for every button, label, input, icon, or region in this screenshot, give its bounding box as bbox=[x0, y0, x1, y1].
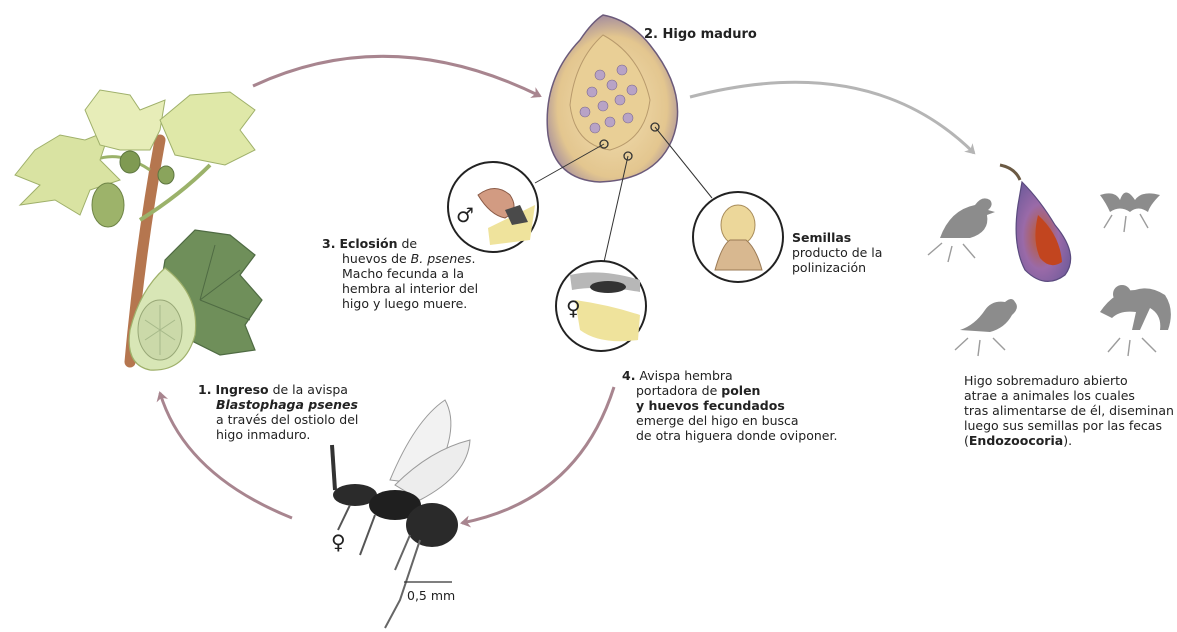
emergence-line1: Avispa hembra bbox=[635, 368, 732, 383]
dispersal-line4: luego sus semillas por las fecas bbox=[964, 418, 1174, 433]
hatching-line2-pre: huevos de bbox=[342, 251, 411, 266]
entry-line4: higo inmaduro. bbox=[198, 427, 368, 442]
monkey-silhouette bbox=[1100, 285, 1171, 330]
hatching-line2-post: . bbox=[471, 251, 475, 266]
rodent-silhouette bbox=[960, 299, 1017, 332]
entry-caption: 1. Ingreso de la avispa Blastophaga psen… bbox=[198, 382, 368, 442]
entry-bold: Ingreso bbox=[215, 382, 268, 397]
dispersal-line1: Higo sobremaduro abierto bbox=[964, 373, 1174, 388]
seeds-line2: producto de la bbox=[792, 245, 882, 260]
hatching-bold: Eclosión bbox=[339, 236, 397, 251]
emergence-eggs: y huevos fecundados bbox=[636, 398, 785, 413]
emergence-line4: emerge del higo en busca bbox=[622, 413, 852, 428]
green-fig-3 bbox=[158, 166, 174, 184]
mature-fig-title: 2. Higo maduro bbox=[644, 27, 757, 42]
dispersal-line5-post: ). bbox=[1063, 433, 1072, 448]
hatching-italic: B. psenes bbox=[411, 251, 472, 266]
entry-number: 1. bbox=[198, 382, 211, 397]
cycle-arrow-4-to-wasp bbox=[462, 387, 614, 523]
hatching-caption: 3. Eclosión de huevos de B. psenes. Mach… bbox=[322, 236, 492, 311]
hatching-number: 3. bbox=[322, 236, 335, 251]
entry-species: Blastophaga psenes bbox=[216, 397, 358, 412]
male-symbol-icon: ♂ bbox=[456, 203, 474, 227]
fig-branch-illustration bbox=[15, 90, 262, 370]
green-fig-2 bbox=[120, 151, 140, 173]
emergence-number: 4. bbox=[622, 368, 635, 383]
hatching-line3: Macho fecunda a la bbox=[322, 266, 492, 281]
emergence-pollen: polen bbox=[721, 383, 760, 398]
entry-line1: de la avispa bbox=[269, 382, 348, 397]
scale-bar-label: 0,5 mm bbox=[407, 588, 455, 603]
seeds-bold: Semillas bbox=[792, 230, 851, 245]
hatching-line4: hembra al interior del bbox=[322, 281, 492, 296]
bird-silhouette bbox=[940, 198, 995, 238]
seeds-caption: Semillas producto de la polinización bbox=[792, 230, 882, 275]
green-fig-1 bbox=[92, 183, 124, 227]
cycle-arrow-1-to-2 bbox=[253, 56, 540, 96]
dispersal-caption: Higo sobremaduro abierto atrae a animale… bbox=[964, 373, 1174, 448]
dispersal-line2: atrae a animales los cuales bbox=[964, 388, 1174, 403]
female-symbol-inset-icon: ♀ bbox=[566, 296, 581, 320]
dispersal-arrow bbox=[690, 82, 974, 153]
dispersal-line3: tras alimentarse de él, diseminan bbox=[964, 403, 1174, 418]
endozoocoria-label: Endozoocoria bbox=[969, 433, 1063, 448]
emergence-caption: 4. Avispa hembra portadora de polen y hu… bbox=[622, 368, 852, 443]
hatching-line1: de bbox=[397, 236, 417, 251]
bat-silhouette bbox=[1100, 193, 1160, 213]
emergence-line5: de otra higuera donde oviponer. bbox=[622, 428, 852, 443]
leaf-top-right bbox=[160, 92, 255, 165]
overripe-fig-illustration bbox=[1000, 165, 1071, 281]
hatching-line5: higo y luego muere. bbox=[322, 296, 492, 311]
seeds-line3: polinización bbox=[792, 260, 882, 275]
emergence-line2-pre: portadora de bbox=[636, 383, 721, 398]
female-symbol-wasp-icon: ♀ bbox=[331, 530, 346, 554]
entry-line3: a través del ostiolo del bbox=[198, 412, 368, 427]
seed-inset bbox=[693, 192, 783, 282]
